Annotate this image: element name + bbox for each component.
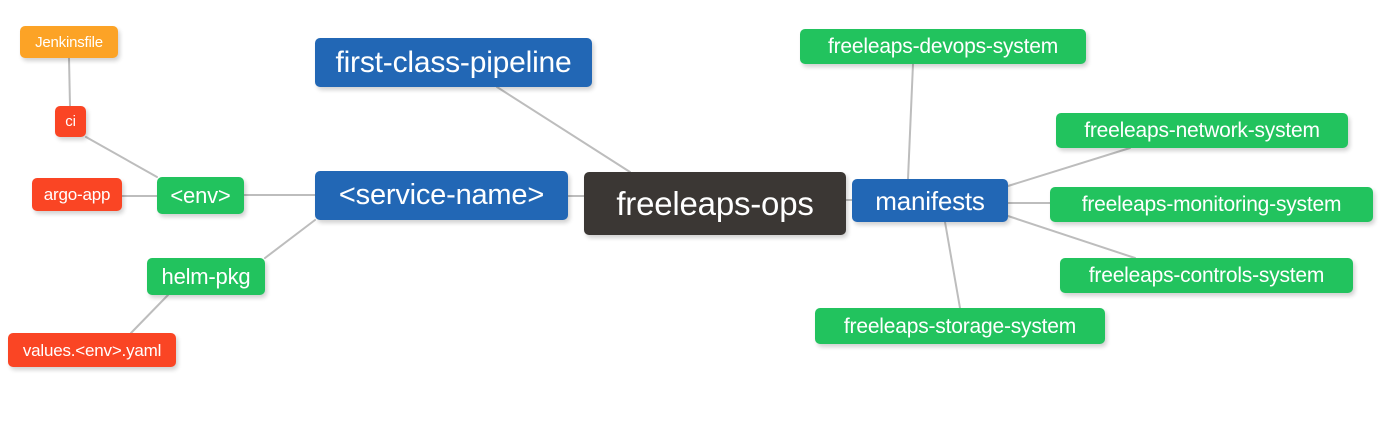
node-jenkinsfile[interactable]: Jenkinsfile bbox=[20, 26, 118, 58]
node-freeleaps-ops[interactable]: freeleaps-ops bbox=[584, 172, 846, 235]
node-devops-system[interactable]: freeleaps-devops-system bbox=[800, 29, 1086, 64]
edge-first-class-pipeline-to-freeleaps-ops bbox=[496, 86, 631, 173]
edge-manifests-to-storage-system bbox=[944, 221, 961, 309]
node-network-system[interactable]: freeleaps-network-system bbox=[1056, 113, 1348, 148]
node-helm-pkg[interactable]: helm-pkg bbox=[147, 258, 265, 295]
node-service-name[interactable]: <service-name> bbox=[315, 171, 568, 220]
node-manifests[interactable]: manifests bbox=[852, 179, 1008, 222]
node-storage-system[interactable]: freeleaps-storage-system bbox=[815, 308, 1105, 344]
node-values-yaml[interactable]: values.<env>.yaml bbox=[8, 333, 176, 367]
node-first-class-pipeline[interactable]: first-class-pipeline bbox=[315, 38, 592, 87]
node-env[interactable]: <env> bbox=[157, 177, 244, 214]
node-monitoring-system[interactable]: freeleaps-monitoring-system bbox=[1050, 187, 1373, 222]
edge-ci-to-env bbox=[85, 136, 158, 178]
node-controls-system[interactable]: freeleaps-controls-system bbox=[1060, 258, 1353, 293]
edge-service-name-to-helm-pkg bbox=[264, 219, 316, 259]
node-argo-app[interactable]: argo-app bbox=[32, 178, 122, 211]
edge-helm-pkg-to-values-yaml bbox=[130, 294, 169, 334]
edge-manifests-to-controls-system bbox=[1007, 215, 1136, 259]
node-ci[interactable]: ci bbox=[55, 106, 86, 137]
edge-manifests-to-devops-system bbox=[907, 63, 914, 180]
edge-manifests-to-network-system bbox=[1007, 147, 1131, 187]
edge-jenkinsfile-to-ci bbox=[68, 57, 71, 107]
